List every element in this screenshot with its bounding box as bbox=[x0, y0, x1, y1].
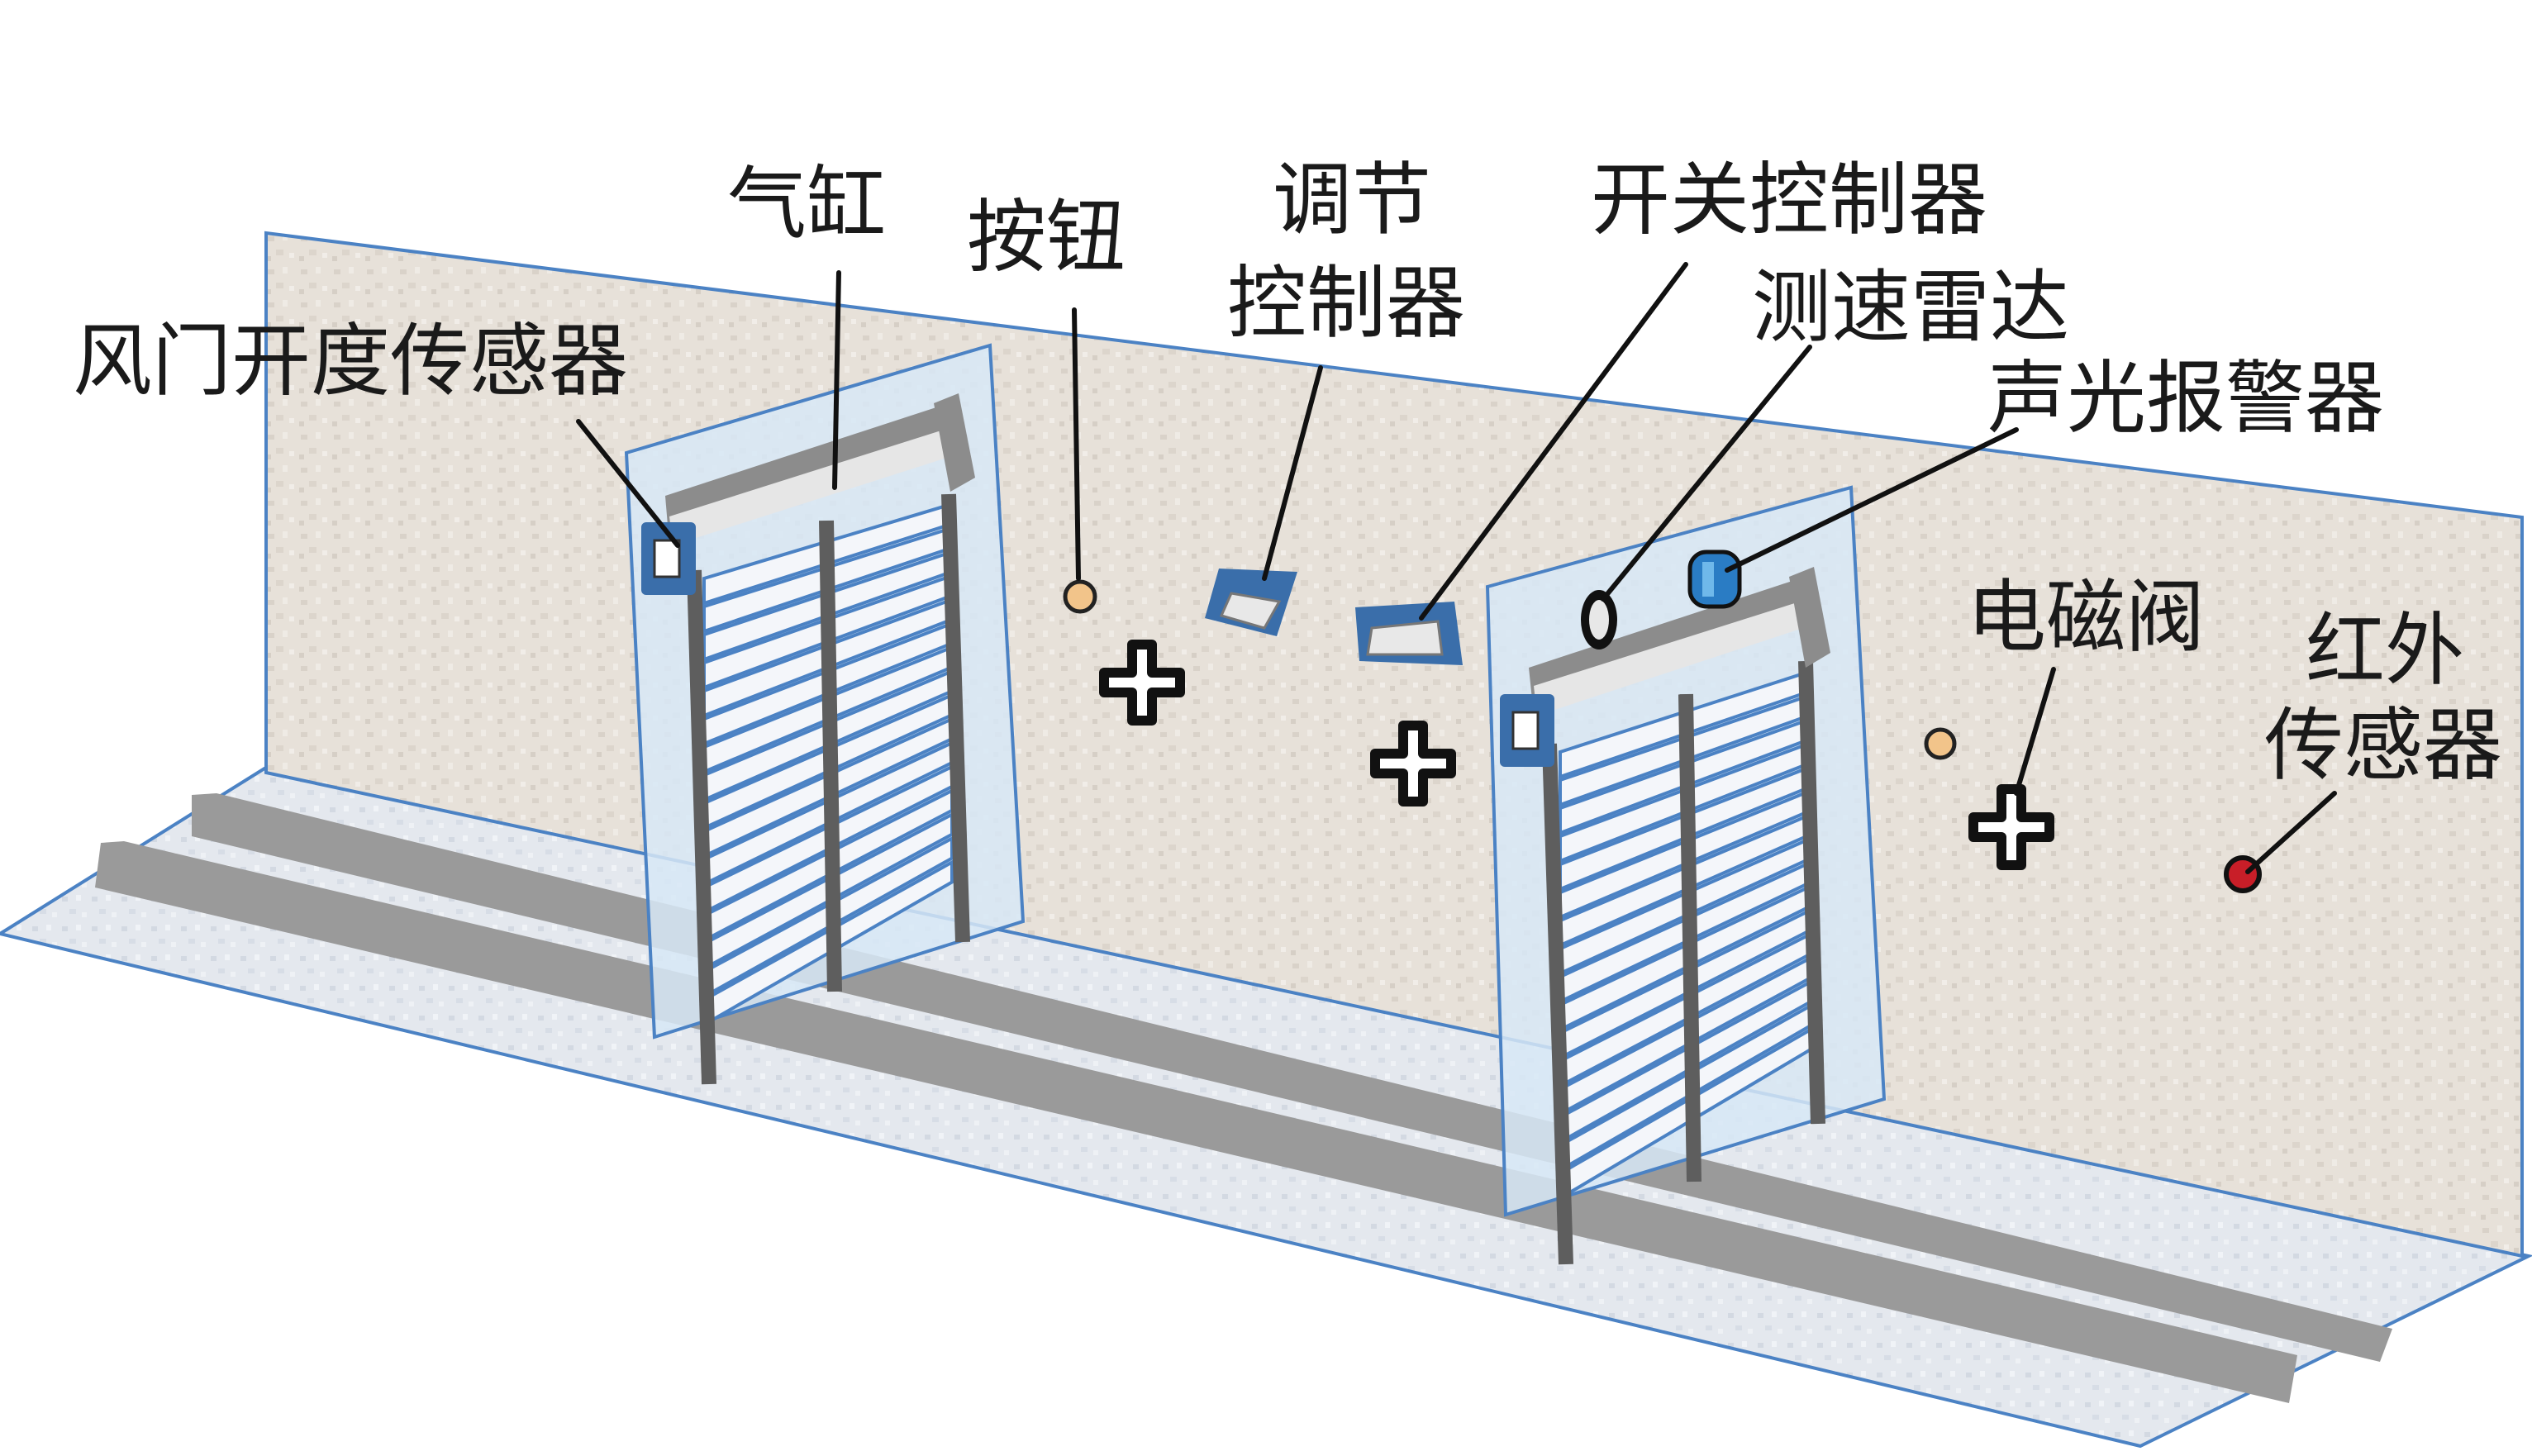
leader-button bbox=[1072, 307, 1081, 581]
door-2-opening-sensor-face bbox=[1511, 711, 1540, 750]
label-infrared-line1: 红外 bbox=[2306, 604, 2464, 697]
leader-speed-radar bbox=[1601, 345, 1812, 602]
leader-alarm bbox=[1725, 427, 2019, 573]
label-regulator-line2: 控制器 bbox=[1227, 257, 1465, 350]
speed-radar bbox=[1581, 590, 1617, 649]
solenoid-valve-3 bbox=[1968, 784, 2054, 870]
button-device bbox=[1063, 579, 1097, 614]
door-1-center-post bbox=[819, 520, 842, 992]
door-2-center-post bbox=[1678, 693, 1701, 1182]
label-speed-radar: 测速雷达 bbox=[1752, 261, 2069, 354]
label-infrared-line2: 传感器 bbox=[2264, 699, 2502, 792]
label-damper-sensor: 风门开度传感器 bbox=[73, 315, 628, 407]
door-2-cylinder-face bbox=[1534, 602, 1808, 716]
label-button: 按钮 bbox=[967, 191, 1126, 283]
label-solenoid-valve: 电磁阀 bbox=[1967, 571, 2205, 664]
label-regulator-line1: 调节 bbox=[1273, 154, 1431, 246]
regulating-controller bbox=[1205, 569, 1297, 636]
leader-cylinder bbox=[832, 270, 841, 490]
label-cylinder: 气缸 bbox=[727, 158, 886, 250]
labels: 风门开度传感器 气缸 按钮 调节 控制器 开关控制器 测速雷达 声光报警器 电磁… bbox=[73, 154, 2502, 792]
switch-controller bbox=[1355, 602, 1463, 665]
leader-solenoid-valve bbox=[2014, 667, 2056, 796]
rail-near bbox=[95, 841, 2297, 1403]
leader-damper-sensor bbox=[576, 419, 680, 548]
door-2-cylinder-endcap bbox=[1789, 567, 1830, 668]
solenoid-valve-1 bbox=[1099, 640, 1185, 726]
door-2-left-post bbox=[1542, 743, 1573, 1265]
door-1-left-post bbox=[687, 569, 716, 1085]
door-2-right-post bbox=[1798, 660, 1825, 1125]
door-1-right-post bbox=[941, 493, 970, 943]
label-switch-controller: 开关控制器 bbox=[1591, 154, 1987, 246]
damper-opening-sensor-face bbox=[653, 539, 681, 578]
label-alarm: 声光报警器 bbox=[1987, 352, 2384, 445]
leader-regulator bbox=[1262, 365, 1323, 581]
leader-infrared bbox=[2245, 791, 2337, 874]
door-1-cylinder-face bbox=[669, 430, 952, 545]
sound-light-alarm bbox=[1687, 550, 1742, 609]
door-2-button-device bbox=[1924, 727, 1957, 760]
leader-switch-controller bbox=[1419, 262, 1688, 621]
solenoid-valve-2 bbox=[1370, 721, 1456, 807]
leader-lines bbox=[576, 262, 2337, 874]
air-door-1 bbox=[624, 343, 1026, 1085]
air-door-2 bbox=[1485, 485, 1887, 1265]
door-1-cylinder-endcap bbox=[934, 393, 975, 492]
